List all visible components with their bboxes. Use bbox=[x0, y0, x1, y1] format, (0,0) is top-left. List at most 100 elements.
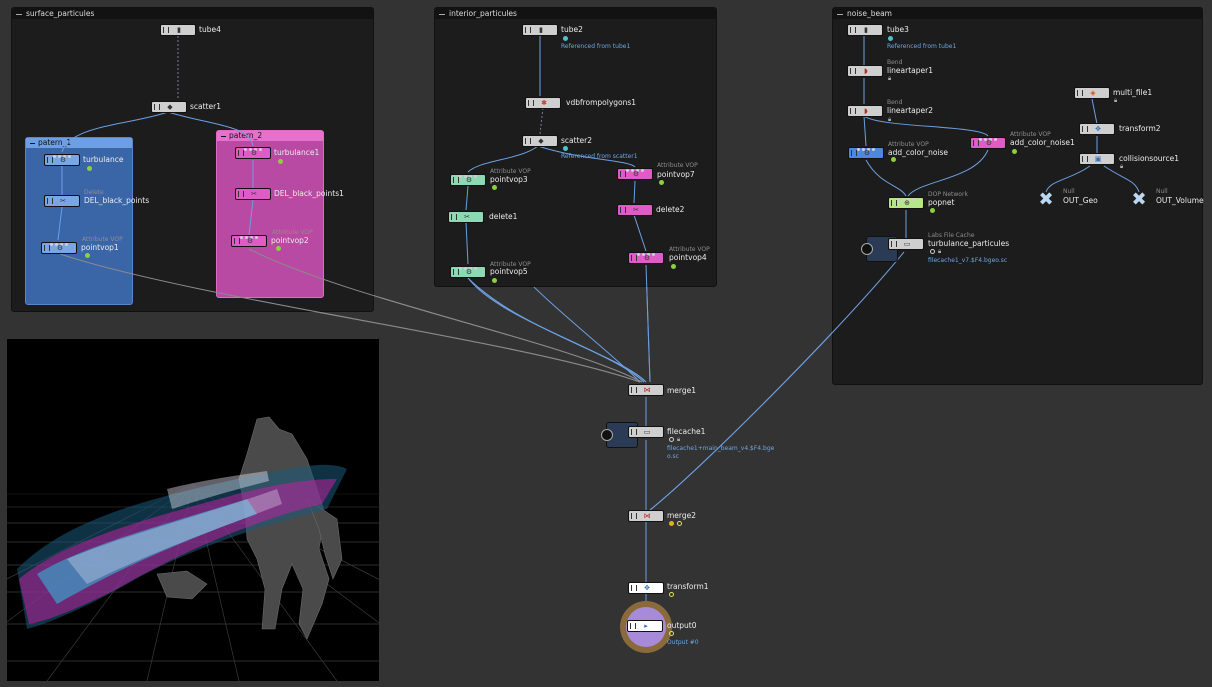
node-type-pointvop7: Attribute VOP bbox=[657, 162, 698, 169]
template-flag[interactable] bbox=[888, 36, 893, 41]
node-del-black-points1[interactable]: ✂ bbox=[235, 188, 271, 200]
template-flag[interactable] bbox=[563, 36, 568, 41]
subnet-header[interactable]: patern_2 bbox=[217, 131, 323, 141]
node-transform1[interactable]: ✥ bbox=[628, 582, 664, 594]
input-connectors[interactable] bbox=[637, 507, 659, 514]
bypass-flag[interactable] bbox=[677, 521, 682, 526]
warning-flag[interactable] bbox=[669, 521, 674, 526]
input-connectors[interactable] bbox=[459, 263, 481, 270]
node-lineartaper2[interactable]: ◗ bbox=[847, 105, 883, 117]
input-connectors[interactable] bbox=[626, 165, 648, 172]
node-label-merge2: merge2 bbox=[667, 511, 697, 520]
input-connectors[interactable] bbox=[50, 239, 72, 246]
display-flag[interactable] bbox=[659, 180, 664, 185]
node-label-lineartaper1: lineartaper1 bbox=[887, 66, 933, 75]
node-pointvop2[interactable]: ⚙ bbox=[231, 235, 267, 247]
node-del-black-points[interactable]: ✂ bbox=[44, 195, 80, 207]
node-type-pointvop3: Attribute VOP bbox=[490, 168, 531, 175]
node-sub-output0: Output #0 bbox=[667, 639, 699, 646]
node-tube4[interactable]: ▮ bbox=[160, 24, 196, 36]
display-flag[interactable] bbox=[671, 264, 676, 269]
node-file-turbulance-particules: filecache1_v7.$F4.bgeo.sc bbox=[928, 257, 1008, 264]
node-pointvop4[interactable]: ⚙ bbox=[628, 252, 664, 264]
null-node-icon[interactable]: ✖ bbox=[1131, 189, 1147, 210]
lock-icon: 🔒︎ bbox=[677, 436, 681, 443]
node-scatter1[interactable]: ◆ bbox=[151, 101, 187, 113]
netbox-title: noise_beam bbox=[847, 9, 892, 18]
input-connectors[interactable] bbox=[637, 249, 659, 256]
netbox-header[interactable]: noise_beam bbox=[833, 8, 1202, 19]
node-turbulance[interactable]: ⚙ bbox=[44, 154, 80, 166]
display-flag[interactable] bbox=[492, 278, 497, 283]
node-label-add-color-noise1: add_color_noise1 bbox=[1010, 138, 1075, 147]
node-turbulance-particules[interactable]: ▭ bbox=[888, 238, 924, 250]
node-filecache1[interactable]: ▭ bbox=[628, 426, 664, 438]
node-transform2[interactable]: ✥ bbox=[1079, 123, 1115, 135]
bypass-flag[interactable] bbox=[930, 249, 935, 254]
node-lineartaper1[interactable]: ◗ bbox=[847, 65, 883, 77]
input-connectors[interactable] bbox=[979, 134, 1001, 141]
node-label-pointvop3: pointvop3 bbox=[490, 175, 528, 184]
display-flag[interactable] bbox=[85, 253, 90, 258]
delete-icon: ✂ bbox=[251, 190, 257, 198]
display-flag[interactable] bbox=[891, 157, 896, 162]
collapse-icon[interactable] bbox=[16, 13, 22, 15]
node-file-filecache1-a: filecache1+main_beam_v4.$F4.bge bbox=[667, 445, 775, 452]
node-merge1[interactable]: ⋈ bbox=[628, 384, 664, 396]
subnet-title: patern_1 bbox=[38, 138, 72, 147]
node-collisionsource1[interactable]: ▣ bbox=[1079, 153, 1115, 165]
node-pointvop7[interactable]: ⚙ bbox=[617, 168, 653, 180]
subnet-header[interactable]: patern_1 bbox=[26, 138, 132, 148]
node-tube3[interactable]: ▮ bbox=[847, 24, 883, 36]
node-popnet[interactable]: ⊕ bbox=[888, 197, 924, 209]
input-connectors[interactable] bbox=[240, 232, 262, 239]
delete-icon: ✂ bbox=[60, 197, 66, 205]
input-connectors[interactable] bbox=[897, 194, 919, 201]
collapse-icon[interactable] bbox=[30, 142, 35, 144]
tube-icon: ▮ bbox=[539, 26, 543, 34]
node-label-lineartaper2: lineartaper2 bbox=[887, 106, 933, 115]
template-flag[interactable] bbox=[563, 146, 568, 151]
node-tube2[interactable]: ▮ bbox=[522, 24, 558, 36]
netbox-header[interactable]: interior_particules bbox=[435, 8, 716, 19]
input-connectors[interactable] bbox=[857, 144, 879, 151]
node-pointvop5[interactable]: ⚙ bbox=[450, 266, 486, 278]
input-connectors[interactable] bbox=[53, 151, 75, 158]
node-delete2[interactable]: ✂ bbox=[617, 204, 653, 216]
output-icon: ▸ bbox=[644, 622, 648, 630]
filecache-icon: ▭ bbox=[643, 428, 651, 436]
vop-icon: ⚙ bbox=[465, 176, 473, 184]
bypass-flag[interactable] bbox=[669, 592, 674, 597]
scene-viewport[interactable] bbox=[7, 339, 379, 681]
collapse-icon[interactable] bbox=[439, 13, 445, 15]
collapse-icon[interactable] bbox=[221, 135, 226, 137]
node-merge2[interactable]: ⋈ bbox=[628, 510, 664, 522]
input-connectors[interactable] bbox=[244, 144, 266, 151]
vop-icon: ⚙ bbox=[465, 268, 473, 276]
node-add-color-noise1[interactable]: ⚙ bbox=[970, 137, 1006, 149]
node-type-turbulance-particules: Labs File Cache bbox=[928, 232, 975, 239]
node-delete1[interactable]: ✂ bbox=[448, 211, 484, 223]
display-flag[interactable] bbox=[278, 159, 283, 164]
display-flag[interactable] bbox=[87, 166, 92, 171]
node-pointvop3[interactable]: ⚙ bbox=[450, 174, 486, 186]
node-multi-file1[interactable]: ◈ bbox=[1074, 87, 1110, 99]
null-node-icon[interactable]: ✖ bbox=[1038, 189, 1054, 210]
bypass-flag[interactable] bbox=[669, 437, 674, 442]
input-connectors[interactable] bbox=[637, 381, 659, 388]
input-connectors[interactable] bbox=[459, 171, 481, 178]
display-flag[interactable] bbox=[930, 208, 935, 213]
node-output0[interactable]: ▸ bbox=[627, 620, 663, 632]
node-scatter2[interactable]: ◆ bbox=[522, 135, 558, 147]
node-turbulance1[interactable]: ⚙ bbox=[235, 147, 271, 159]
node-add-color-noise[interactable]: ⚙ bbox=[848, 147, 884, 159]
node-pointvop1[interactable]: ⚙ bbox=[41, 242, 77, 254]
node-label-del-black-points: DEL_black_points bbox=[84, 196, 150, 205]
collapse-icon[interactable] bbox=[837, 13, 843, 15]
display-flag[interactable] bbox=[492, 185, 497, 190]
node-vdbfrompolygons1[interactable]: ✱ bbox=[525, 97, 561, 109]
display-flag[interactable] bbox=[276, 246, 281, 251]
bypass-flag[interactable] bbox=[669, 631, 674, 636]
display-flag[interactable] bbox=[1012, 149, 1017, 154]
netbox-header[interactable]: surface_particules bbox=[12, 8, 373, 19]
